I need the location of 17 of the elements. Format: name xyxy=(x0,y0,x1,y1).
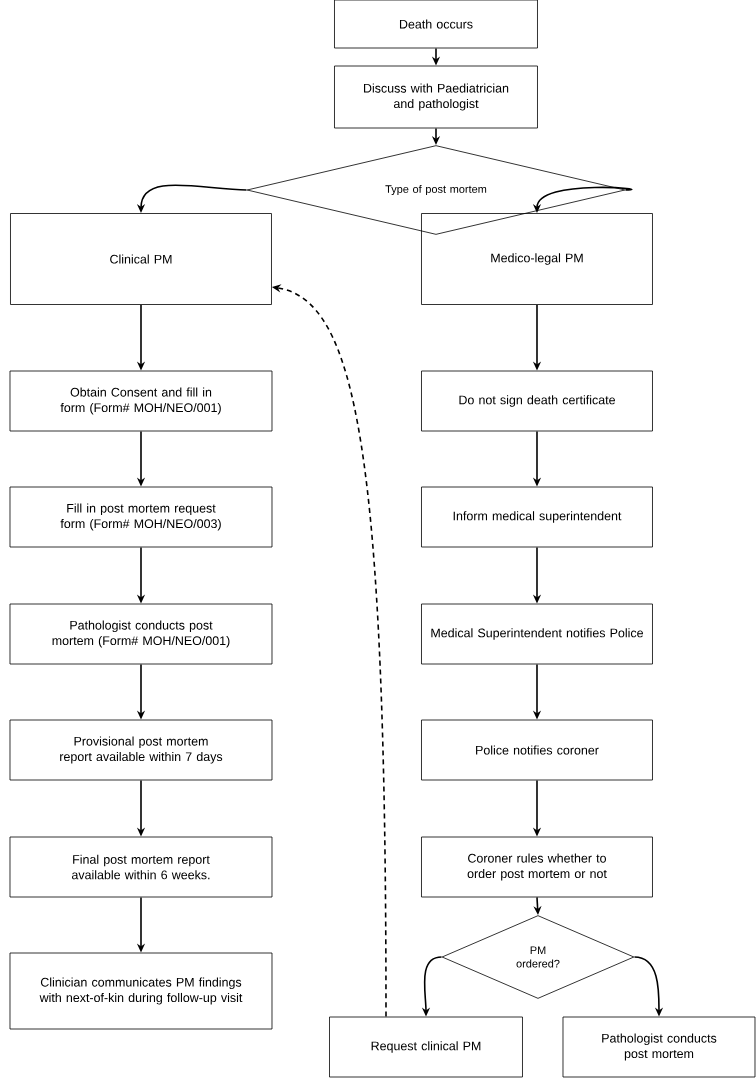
process-box: Clinician communicates PM findings with next-of-kin during follow-up visit xyxy=(9,952,273,1030)
process-box: Request clinical PM xyxy=(329,1016,523,1078)
process-box: Clinical PM xyxy=(10,213,272,305)
process-box: Do not sign death certificate xyxy=(421,370,653,432)
process-box: Pathologist conducts post mortem xyxy=(562,1016,756,1078)
process-box: Medical Superintendent notifies Police xyxy=(421,603,653,665)
process-box: Inform medical superintendent xyxy=(421,486,653,548)
process-box: Final post mortem report available within 6 weeks. xyxy=(9,836,273,898)
process-box: Police notifies coroner xyxy=(421,719,653,781)
process-box: Death occurs xyxy=(334,0,538,49)
process-box: Provisional post mortem report available within 7 days xyxy=(9,719,273,781)
process-box: Medico-legal PM xyxy=(421,213,653,305)
process-box: Pathologist conducts post mortem (Form# MOH/NEO/001) xyxy=(9,603,273,665)
process-box: Coroner rules whether to order post mortem or not xyxy=(421,836,653,898)
process-box: Fill in post mortem request form (Form# MOH/NEO/003) xyxy=(9,486,273,548)
process-box: Obtain Consent and fill in form (Form# MOH/NEO/001) xyxy=(9,370,273,432)
process-box: Discuss with Paediatrician and pathologist xyxy=(334,65,538,129)
